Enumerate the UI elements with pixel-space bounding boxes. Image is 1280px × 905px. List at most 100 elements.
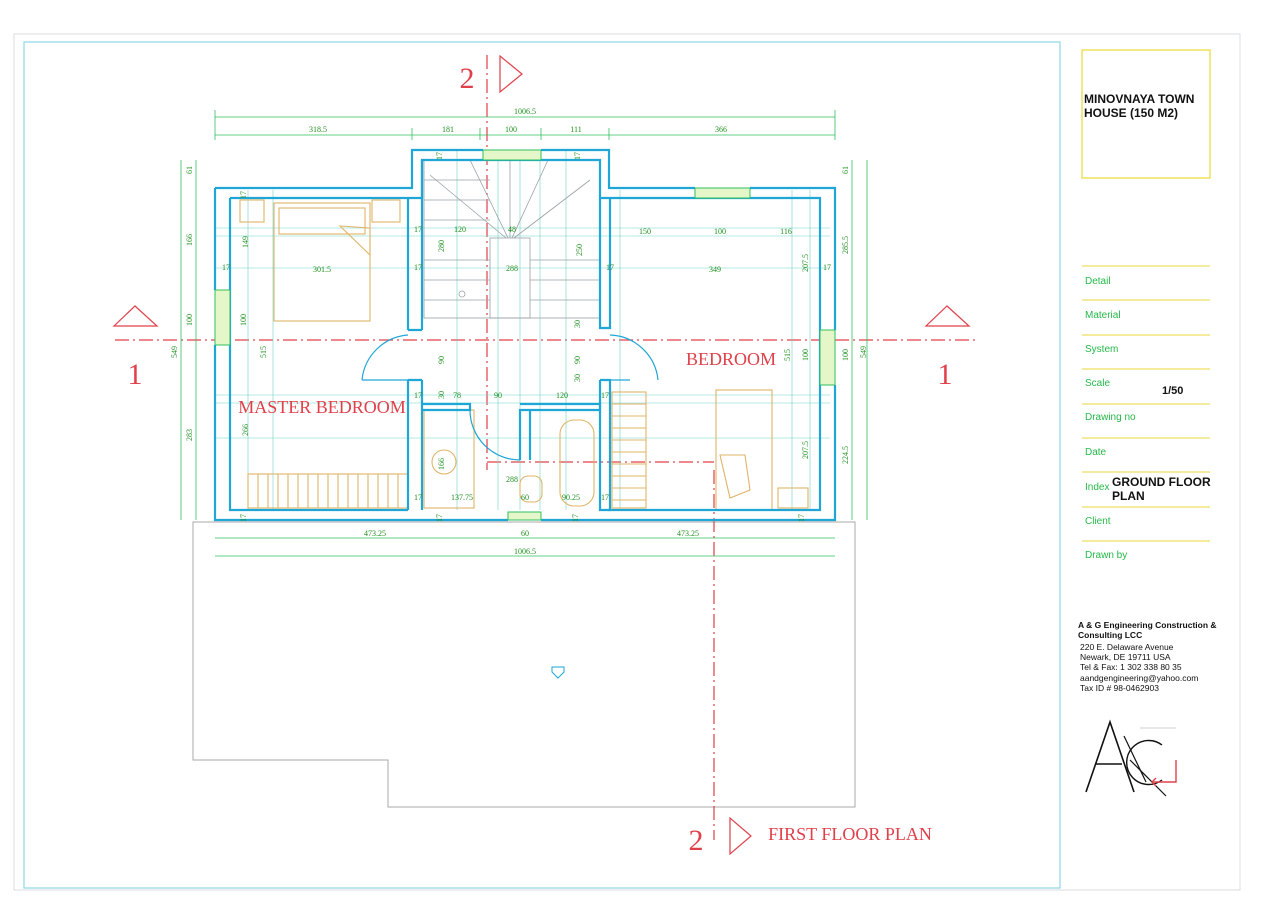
room-label-master-bedroom: MASTER BEDROOM <box>238 397 406 417</box>
dim-master-t1: 17 <box>239 191 248 199</box>
dim-bath-a: 166 <box>437 458 446 470</box>
dim-bottom-2: 60 <box>521 529 529 538</box>
dim-bath-t5: 17 <box>435 152 444 160</box>
master-bed-icon <box>273 202 371 322</box>
stair-down-arrow-icon <box>551 666 565 679</box>
dim-stair-d: 280 <box>437 240 446 252</box>
dim-bedroom-h3: 207.5 <box>801 441 810 459</box>
dim-master-width: 301.5 <box>313 265 331 274</box>
dim-bedroom-h2: 515 <box>783 349 792 361</box>
doors <box>361 334 659 461</box>
dim-left-d: 283 <box>185 429 194 441</box>
field-label-date: Date <box>1085 447 1107 458</box>
dim-bottom-1: 473.25 <box>364 529 386 538</box>
dim-top-4: 111 <box>570 125 581 134</box>
section-marker-top-icon <box>499 54 523 94</box>
dim-bottom-overall: 1006.5 <box>514 547 536 556</box>
dim-hall-e: 90 <box>494 391 502 400</box>
dim-master-h3: 266 <box>241 424 250 436</box>
toilet-icon <box>519 475 543 503</box>
dim-stair-e: 288 <box>506 264 518 273</box>
drawing-frame <box>23 41 1061 889</box>
dim-right-overall: 549 <box>859 346 868 358</box>
field-value-scale: 1/50 <box>1162 385 1183 397</box>
dim-stair-g: 17 <box>414 263 422 272</box>
dim-hall-d: 78 <box>453 391 461 400</box>
field-label-system: System <box>1085 344 1118 355</box>
dim-right-a: 61 <box>841 166 850 174</box>
dim-bedroom-a: 150 <box>639 227 651 236</box>
dim-bath-c: 137.75 <box>451 493 473 502</box>
dim-stair-f: 17 <box>414 225 422 234</box>
dim-hall-b: 90 <box>573 356 582 364</box>
dim-master-h2: 515 <box>259 346 268 358</box>
dim-hall-a: 90 <box>437 356 446 364</box>
project-title: MINOVNAYA TOWN HOUSE (150 M2) <box>1084 92 1195 120</box>
dim-stair-h: 30 <box>573 320 582 328</box>
bathtub-icon <box>559 419 595 507</box>
dim-hall-g: 17 <box>414 391 422 400</box>
title-project-box <box>1081 49 1211 179</box>
room-label-bedroom: BEDROOM <box>686 349 776 369</box>
field-label-scale: Scale <box>1085 378 1110 389</box>
exterior-walls <box>213 148 837 522</box>
dim-top-1: 318.5 <box>309 125 327 134</box>
section-label-2-top: 2 <box>460 62 475 95</box>
company-logo-icon <box>1085 719 1177 797</box>
dim-master-h1: 149 <box>241 236 250 248</box>
dim-bedroom-c: 116 <box>780 227 792 236</box>
dim-bath-t7: 17 <box>797 514 806 522</box>
dim-hall-c: 30 <box>437 391 446 399</box>
company-name-wrapper: A & G Engineering Construction & Consult… <box>1078 620 1217 640</box>
dim-bath-b: 288 <box>506 475 518 484</box>
dim-bath-d: 60 <box>521 493 529 502</box>
dim-right-c: 100 <box>841 349 850 361</box>
bedroom-wardrobe-icon <box>611 391 647 509</box>
dim-hall-f: 120 <box>556 391 568 400</box>
dim-bedroom-t2: 17 <box>823 263 831 272</box>
dim-master-t2: 17 <box>222 263 230 272</box>
field-label-material: Material <box>1085 310 1121 321</box>
dim-top-2: 181 <box>442 125 454 134</box>
dim-stair-b: 48 <box>508 225 516 234</box>
sheet-border <box>13 33 1241 891</box>
dim-hall-h: 17 <box>601 391 609 400</box>
dim-left-b: 166 <box>185 234 194 246</box>
dimension-lines <box>180 110 868 557</box>
dim-top-overall: 1006.5 <box>514 107 536 116</box>
field-label-detail: Detail <box>1085 276 1111 287</box>
first-floor-outline <box>192 521 856 808</box>
dim-bath-t1: 17 <box>414 493 422 502</box>
dim-right-d: 224.5 <box>841 446 850 464</box>
dim-top-3: 100 <box>505 125 517 134</box>
title-project-wrapper: MINOVNAYA TOWN HOUSE (150 M2) <box>1084 92 1195 120</box>
dim-bath-t2: 17 <box>601 493 609 502</box>
field-label-client: Client <box>1085 516 1111 527</box>
dim-bedroom-h1: 207.5 <box>801 254 810 272</box>
company-phone: Tel & Fax: 1 302 338 80 35 <box>1080 662 1182 672</box>
dim-bedroom-t1: 17 <box>606 263 614 272</box>
dim-bath-t6: 17 <box>573 152 582 160</box>
title-fields <box>1082 265 1210 542</box>
dim-stair-a: 120 <box>454 225 466 234</box>
section-label-1-right: 1 <box>938 358 953 391</box>
section-marker-right-icon <box>924 305 971 327</box>
dim-bedroom-b: 100 <box>714 227 726 236</box>
company-name: A & G Engineering Construction & Consult… <box>1078 620 1217 640</box>
field-label-drawn-by: Drawn by <box>1085 550 1127 561</box>
dim-master-t3: 100 <box>239 314 248 326</box>
dim-bedroom-w: 349 <box>709 265 721 274</box>
dim-bottom-3: 473.25 <box>677 529 699 538</box>
first-floor-plan-label: FIRST FLOOR PLAN <box>768 824 932 844</box>
dim-stair-i: 30 <box>573 374 582 382</box>
company-email: aandgengineering@yahoo.com <box>1080 673 1198 683</box>
dim-left-c: 100 <box>185 314 194 326</box>
company-address-1: 220 E. Delaware Avenue <box>1080 642 1174 652</box>
section-label-2-bottom: 2 <box>689 824 704 857</box>
dim-bedroom-t3: 100 <box>801 349 810 361</box>
dim-stair-c: 250 <box>575 244 584 256</box>
windows <box>214 149 836 521</box>
section-label-1-left: 1 <box>128 358 143 391</box>
